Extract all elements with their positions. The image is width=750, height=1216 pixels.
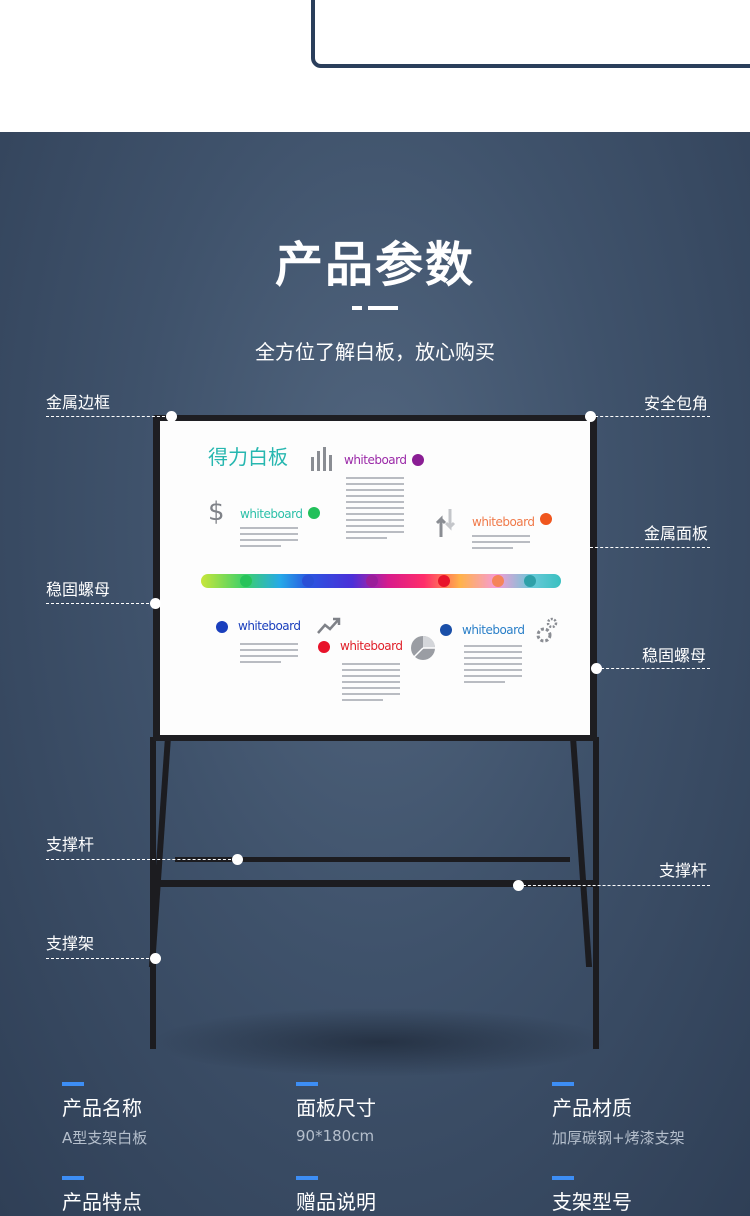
timeline-dot-1 [240, 575, 252, 587]
timeline-dot-2 [302, 575, 314, 587]
title-divider-short [352, 306, 362, 310]
spec-value: A型支架白板 [62, 1129, 148, 1147]
timeline-dot-3 [366, 575, 378, 587]
board-dot-blue [216, 621, 228, 633]
stand-leg-right-inner [570, 737, 593, 967]
callout-panel: 金属面板 [644, 524, 709, 543]
board-dot-red [318, 641, 330, 653]
board-dot-navy [440, 624, 452, 636]
stand-leg-left-outer [150, 737, 156, 1049]
callout-frame: 金属边框 [46, 393, 111, 412]
spec-accent-bar [296, 1176, 318, 1180]
board-label-right: whiteboard [472, 515, 535, 529]
board-label-top: whiteboard [344, 453, 407, 467]
spec-label: 产品特点 [62, 1190, 142, 1214]
board-label-bottom-right: whiteboard [462, 623, 525, 637]
spec-accent-bar [552, 1176, 574, 1180]
stand-leg-right-outer [593, 737, 599, 1049]
section-title: 产品参数 [274, 237, 475, 293]
spec-panel-size: 面板尺寸 90*180cm [296, 1082, 376, 1145]
title-divider-long [368, 306, 398, 310]
board-label-bottom-center: whiteboard [340, 639, 403, 653]
board-dot-green [308, 507, 320, 519]
spec-material: 产品材质 加厚碳钢+烤漆支架 [552, 1082, 685, 1148]
spec-accent-bar [62, 1082, 84, 1086]
spec-product-name: 产品名称 A型支架白板 [62, 1082, 147, 1148]
top-card [311, 0, 750, 68]
callout-corner-line [590, 416, 710, 417]
callout-nut-right: 稳固螺母 [642, 646, 707, 665]
spec-accent-bar [552, 1082, 574, 1086]
floor-shadow [150, 1007, 610, 1077]
callout-nut-right-line [596, 668, 710, 669]
callout-corner-dot [585, 411, 596, 422]
spec-accent-bar [62, 1176, 84, 1180]
board-label-bottom-left: whiteboard [238, 619, 301, 633]
board-brand-title: 得力白板 [208, 445, 288, 469]
spec-label: 面板尺寸 [296, 1096, 376, 1120]
pie-chart-icon [410, 635, 436, 661]
section-subtitle: 全方位了解白板，放心购买 [255, 340, 495, 364]
board-dot-purple [412, 454, 424, 466]
spec-label: 支架型号 [552, 1190, 632, 1214]
callout-rod-right: 支撑杆 [659, 861, 708, 880]
spec-label: 产品名称 [62, 1096, 142, 1120]
callout-stand-line [46, 958, 154, 959]
bar-chart-icon [310, 447, 336, 471]
spec-label: 产品材质 [552, 1096, 632, 1120]
spec-value: 90*180cm [296, 1127, 375, 1145]
color-timeline-bar [201, 574, 561, 588]
callout-stand-dot [150, 953, 161, 964]
spec-gifts: 赠品说明 [296, 1176, 376, 1215]
board-text-block-bottom-center [342, 663, 400, 705]
timeline-dot-4 [438, 575, 450, 587]
support-rod-lower [153, 880, 597, 887]
top-section [0, 0, 750, 132]
board-dot-orange [540, 513, 552, 525]
board-text-block-bottom-right [464, 645, 522, 687]
arrows-icon [435, 509, 456, 537]
spec-features: 产品特点 [62, 1176, 142, 1215]
timeline-dot-6 [524, 575, 536, 587]
callout-nut-left-dot [150, 598, 161, 609]
trend-up-icon [317, 617, 341, 635]
timeline-dot-5 [492, 575, 504, 587]
spec-label: 赠品说明 [296, 1190, 376, 1214]
spec-stand-model: 支架型号 [552, 1176, 632, 1215]
spec-accent-bar [296, 1082, 318, 1086]
callout-nut-left: 稳固螺母 [46, 580, 111, 599]
callout-nut-left-line [46, 603, 154, 604]
spec-value: 加厚碳钢+烤漆支架 [552, 1129, 685, 1147]
callout-rod-right-line [518, 885, 710, 886]
callout-corner: 安全包角 [644, 394, 709, 413]
callout-rod-right-dot [513, 880, 524, 891]
board-text-block-top [346, 477, 404, 543]
callout-stand: 支撑架 [46, 934, 95, 953]
callout-nut-right-dot [591, 663, 602, 674]
callout-rod-left-dot [232, 854, 243, 865]
callout-frame-line [46, 416, 170, 417]
callout-frame-dot [166, 411, 177, 422]
dollar-icon: $ [208, 497, 225, 527]
product-params-section: 产品参数 全方位了解白板，放心购买 得力白板 whiteboard $ whit… [0, 132, 750, 1216]
board-text-block-left [240, 527, 298, 551]
whiteboard-panel: 得力白板 whiteboard $ whiteboard whiteboard … [160, 421, 590, 735]
board-label-left: whiteboard [240, 507, 303, 521]
callout-panel-line [590, 547, 710, 548]
board-text-block-bottom-left [240, 643, 298, 667]
callout-rod-left: 支撑杆 [46, 835, 95, 854]
board-text-block-right [472, 535, 530, 553]
gears-icon [536, 617, 558, 645]
callout-rod-left-line [46, 859, 236, 860]
support-rod-upper [175, 857, 570, 862]
